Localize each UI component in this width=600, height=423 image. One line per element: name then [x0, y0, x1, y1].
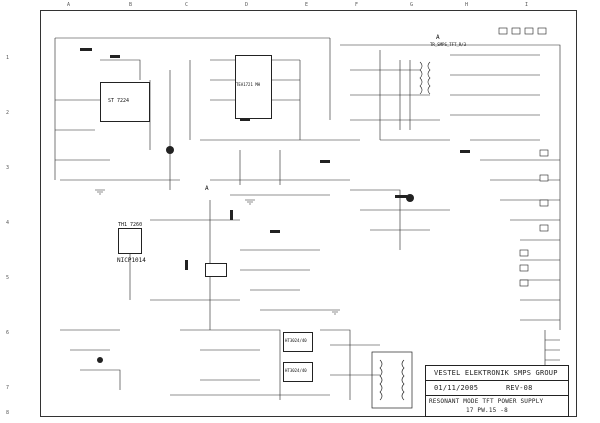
grid-label-top: B: [129, 2, 133, 8]
ic-lower-2-label: HT3024/40: [285, 368, 307, 373]
title-divider: [426, 395, 568, 396]
grid-label-top: E: [305, 2, 309, 8]
marker-a2: A: [205, 185, 209, 192]
ic-left-label: ST 7224: [108, 98, 130, 104]
grid-label-side: 2: [6, 110, 10, 116]
grid-label-side: 6: [6, 330, 10, 336]
title-divider: [426, 380, 568, 381]
grid-label-top: I: [525, 2, 529, 8]
title-company: VESTEL ELEKTRONIK SMPS GROUP: [434, 369, 558, 377]
title-date: 01/11/2005: [434, 384, 479, 392]
ic-mid: [235, 55, 272, 119]
grid-label-top: H: [465, 2, 469, 8]
grid-label-side: 7: [6, 385, 10, 391]
grid-label-top: F: [355, 2, 359, 8]
trafo-top-label: TR_SMPS_TFT_R/3: [430, 42, 467, 47]
title-rev: REV-08: [506, 384, 533, 392]
grid-label-top: A: [67, 2, 71, 8]
grid-label-side: 5: [6, 275, 10, 281]
ic-small-mid: [205, 263, 227, 277]
grid-label-side: 3: [6, 165, 10, 171]
grid-label-top: D: [245, 2, 249, 8]
grid-label-side: 4: [6, 220, 10, 226]
grid-label-side: 1: [6, 55, 10, 61]
ic-lower-1: [283, 332, 313, 352]
title-product: RESONANT MODE TFT POWER SUPPLY: [429, 398, 544, 405]
sheet-border: [40, 10, 577, 417]
ic-lower-2: [283, 362, 313, 382]
grid-label-top: G: [410, 2, 414, 8]
ic-lower-1-label: HT3024/40: [285, 338, 307, 343]
marker-a1: A: [436, 34, 440, 41]
title-block: VESTEL ELEKTRONIK SMPS GROUP 01/11/2005 …: [425, 365, 569, 417]
grid-label-side: 8: [6, 410, 10, 416]
ic-nicp-top-label: TH1 7260: [118, 222, 143, 228]
ic-nicp: [118, 228, 142, 254]
title-model: 17 PW.15 -8: [466, 407, 508, 414]
ic-left: [100, 82, 150, 122]
ic-nicp-bottom-label: NICP1014: [117, 257, 146, 264]
grid-label-top: C: [185, 2, 189, 8]
ic-mid-label: TEA1721 MH: [236, 82, 261, 87]
